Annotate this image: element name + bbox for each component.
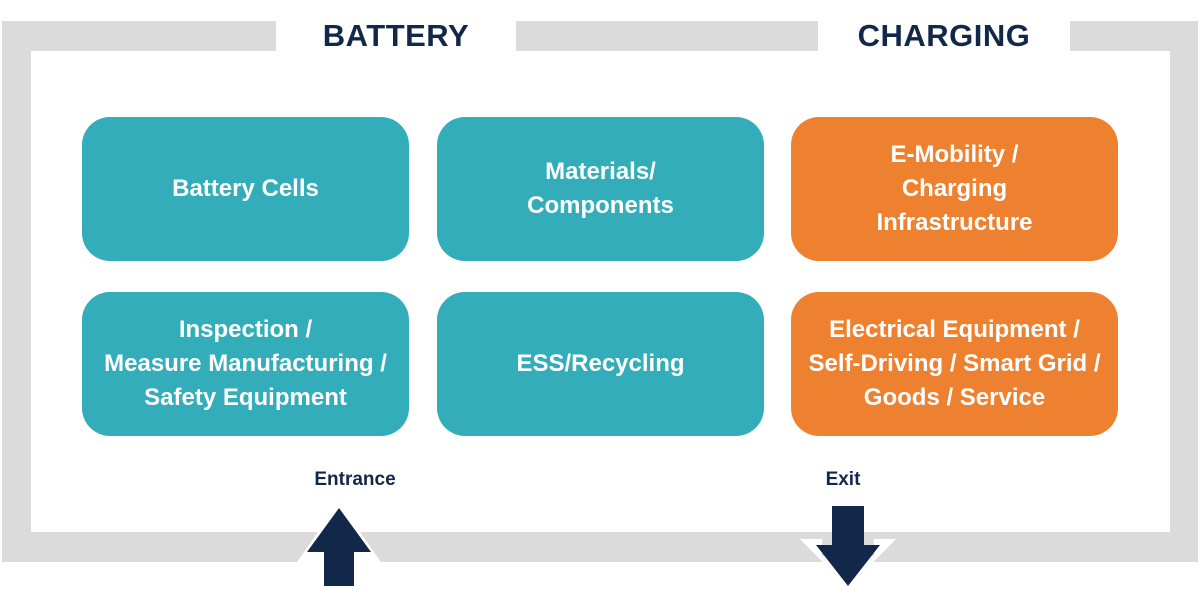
section-title-charging: CHARGING bbox=[857, 18, 1031, 53]
frame-top-left-segment bbox=[2, 21, 276, 51]
frame-bottom-wall bbox=[2, 532, 1198, 562]
frame-left-wall bbox=[2, 21, 31, 562]
zone-electrical-equipment-services: Electrical Equipment / Self-Driving / Sm… bbox=[791, 292, 1118, 436]
arrow-up-icon bbox=[297, 502, 381, 594]
zone-ess-recycling: ESS/Recycling bbox=[437, 292, 764, 436]
exit-label: Exit bbox=[825, 469, 861, 490]
frame-top-middle-segment bbox=[516, 21, 818, 51]
zone-materials-components: Materials/ Components bbox=[437, 117, 764, 261]
section-title-battery: BATTERY bbox=[322, 18, 470, 53]
frame-right-wall bbox=[1170, 21, 1198, 562]
arrow-down-icon bbox=[800, 506, 896, 588]
zone-battery-cells: Battery Cells bbox=[82, 117, 409, 261]
entrance-label: Entrance bbox=[314, 469, 396, 490]
zone-inspection-safety: Inspection / Measure Manufacturing / Saf… bbox=[82, 292, 409, 436]
zone-e-mobility-charging: E-Mobility / Charging Infrastructure bbox=[791, 117, 1118, 261]
